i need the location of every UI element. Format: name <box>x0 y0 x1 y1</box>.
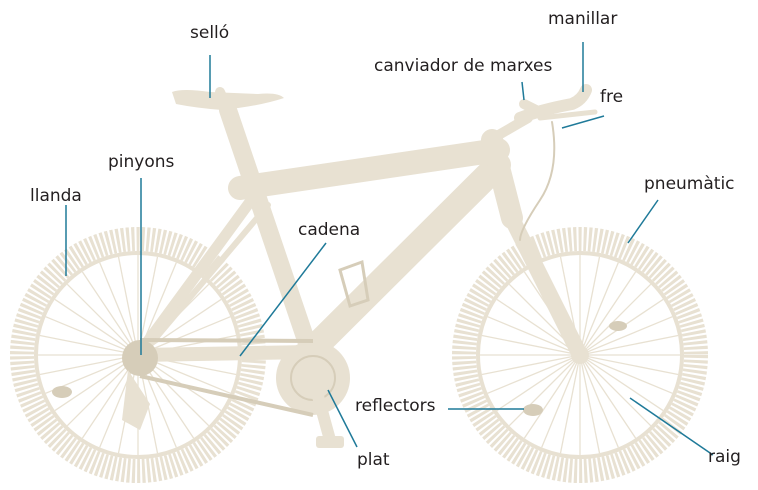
leader-raig <box>629 397 714 456</box>
spoke <box>579 354 673 394</box>
front-rim <box>476 251 684 459</box>
label-pinyons: pinyons <box>108 152 175 172</box>
rear-reflector <box>52 386 72 398</box>
spoke <box>579 334 679 356</box>
leader-plat <box>327 389 358 448</box>
spoke <box>117 256 139 356</box>
brake-lever <box>537 109 598 121</box>
pedal <box>316 436 344 448</box>
spoke <box>579 354 601 454</box>
spoke <box>579 354 619 448</box>
spoke <box>66 283 139 356</box>
bottle-cage <box>338 259 370 308</box>
chain-loop <box>139 338 314 417</box>
spoke <box>54 298 139 356</box>
chain-stay <box>133 345 317 362</box>
spoke <box>496 354 581 412</box>
spoke <box>496 298 581 356</box>
spoke <box>579 316 673 356</box>
spoke <box>579 262 619 356</box>
spoke <box>81 271 139 356</box>
saddle <box>172 90 284 110</box>
spoke <box>579 354 637 439</box>
spoke <box>481 354 581 376</box>
handlebar <box>514 84 598 241</box>
spoke <box>541 354 581 448</box>
down-tube <box>297 152 511 365</box>
label-raig: raig <box>708 447 741 467</box>
label-llanda: llanda <box>30 186 82 206</box>
label-manillar: manillar <box>548 9 618 29</box>
front-spokes <box>480 255 680 455</box>
leader-lines <box>65 42 714 456</box>
leader-cadena <box>239 242 327 357</box>
label-sello: selló <box>190 23 230 43</box>
crank-arm <box>307 372 336 446</box>
leader-pneumatic <box>627 199 659 244</box>
label-cadena: cadena <box>298 220 361 240</box>
spoke <box>579 354 652 427</box>
front-reflector <box>523 404 543 416</box>
spoke <box>487 316 581 356</box>
spoke <box>559 354 581 454</box>
spoke <box>487 354 581 394</box>
seat-stay-1 <box>134 189 261 358</box>
spoke <box>579 354 664 412</box>
label-reflectors: reflectors <box>355 396 436 416</box>
label-canviador: canviador de marxes <box>374 56 553 76</box>
label-plat: plat <box>357 450 390 470</box>
brake-cable <box>519 121 556 241</box>
spoke-reflector <box>609 321 627 331</box>
spoke <box>99 262 139 356</box>
spoke <box>579 271 637 356</box>
spoke <box>579 256 601 356</box>
spoke <box>508 354 581 427</box>
label-pneumatic: pneumàtic <box>644 174 735 194</box>
spoke <box>39 334 139 356</box>
cassette <box>122 340 158 376</box>
fork <box>502 207 588 363</box>
spoke <box>579 283 652 356</box>
leader-fre <box>561 115 605 129</box>
front-tyre <box>452 227 708 483</box>
seat-stay-2 <box>147 202 271 348</box>
spoke <box>523 354 581 439</box>
leader-canviador <box>521 81 525 101</box>
seat-tube <box>219 101 319 361</box>
frame <box>133 87 588 365</box>
top-tube <box>228 138 510 200</box>
label-fre: fre <box>600 87 624 107</box>
derailleur <box>122 370 150 430</box>
spoke <box>45 316 139 356</box>
spoke <box>481 334 581 356</box>
front-wheel <box>452 227 708 483</box>
shifter <box>519 99 545 117</box>
head-tube <box>481 129 523 229</box>
spoke <box>39 354 139 376</box>
spoke <box>579 354 679 376</box>
